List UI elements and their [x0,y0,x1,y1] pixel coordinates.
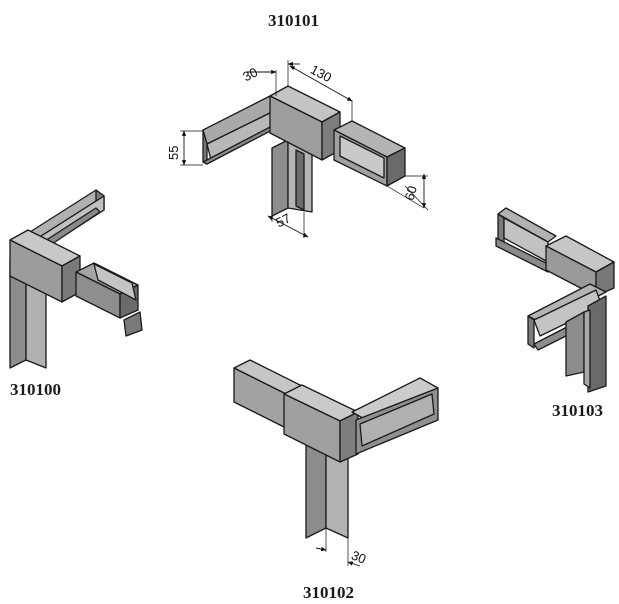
dim-60: 60 [402,184,420,202]
dim-55: 55 [166,146,181,160]
dim-130: 130 [308,62,334,85]
connector-310102: 30 310102 [233,359,439,602]
part-code-310100: 310100 [10,380,61,399]
part-code-310102: 310102 [303,583,354,602]
part-code-310103: 310103 [552,401,603,420]
connector-310101: 30 130 55 60 57 310101 [166,11,429,238]
part-code-310101: 310101 [268,11,319,30]
dim-30-bottom: 30 [349,547,368,566]
connector-310100: 310100 [9,189,143,399]
connector-310103: 310103 [495,207,615,420]
dim-30-top: 30 [240,64,260,84]
dim-57: 57 [273,210,293,230]
